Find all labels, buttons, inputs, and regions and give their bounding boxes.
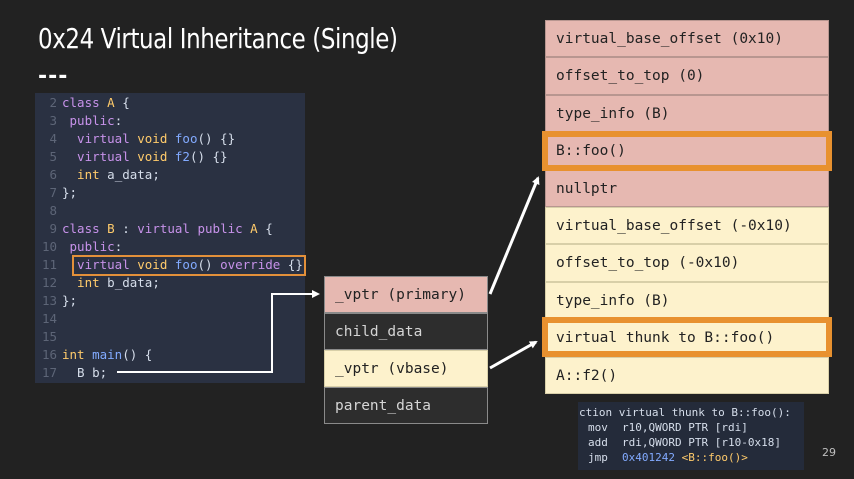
line-number: 16: [41, 347, 57, 362]
line-number: 6: [49, 167, 57, 182]
code-line-15: 15: [35, 328, 62, 346]
code-line-10: 10 public:: [35, 238, 122, 256]
vtable-cell: virtual_base_offset (0x10): [545, 20, 829, 58]
vtable-highlight-b-foo: [542, 131, 832, 171]
code-line-7: 7};: [35, 184, 77, 202]
code-line-14: 14: [35, 310, 62, 328]
override-highlight: [72, 255, 306, 276]
line-number: 11: [41, 257, 57, 272]
code-line-12: 12 int b_data;: [35, 274, 160, 292]
line-number: 17: [41, 365, 57, 380]
code-line-5: 5 virtual void f2() {}: [35, 148, 227, 166]
vtable-cell: type_info (B): [545, 94, 829, 133]
code-line-11: 11 virtual void foo() override {}: [35, 256, 303, 274]
vtable-cell: nullptr: [545, 169, 829, 207]
line-number: 9: [49, 221, 57, 236]
line-number: 2: [49, 95, 57, 110]
line-number: 10: [41, 239, 57, 254]
arrow-vptr-primary: [488, 176, 540, 295]
code-line-4: 4 virtual void foo() {}: [35, 130, 235, 148]
code-line-3: 3 public:: [35, 112, 122, 130]
line-number: 14: [41, 311, 57, 326]
code-line-13: 13};: [35, 292, 77, 310]
code-line-17: 17 B b;: [35, 364, 107, 382]
asm-header: ction virtual thunk to B::foo():: [579, 406, 791, 419]
line-number: 13: [41, 293, 57, 308]
page-number: 29: [822, 446, 836, 459]
vtable-cell: offset_to_top (0): [545, 57, 829, 95]
vtable-cell: A::f2(): [545, 356, 829, 394]
line-number: 7: [49, 185, 57, 200]
vtable-cell: virtual_base_offset (-0x10): [545, 207, 829, 245]
arrow-vptr-vbase: [489, 340, 538, 370]
line-number: 12: [41, 275, 57, 290]
object-cell-parent-data: parent_data: [324, 387, 488, 424]
object-cell-child-data: child_data: [324, 313, 488, 350]
object-cell-vptr-primary: _vptr (primary): [324, 276, 488, 313]
code-line-6: 6 int a_data;: [35, 166, 159, 184]
object-cell-vptr-vbase: _vptr (vbase): [324, 350, 488, 387]
slide-title: 0x24 Virtual Inheritance (Single): [38, 22, 398, 55]
title-separator: ---: [38, 64, 69, 89]
line-number: 15: [41, 329, 57, 344]
code-line-8: 8: [35, 202, 62, 220]
line-number: 3: [49, 113, 57, 128]
arrow-b-to-object: [117, 290, 320, 373]
vtable-cell: offset_to_top (-0x10): [545, 244, 829, 282]
line-number: 4: [49, 131, 57, 146]
line-number: 5: [49, 149, 57, 164]
line-number: 8: [49, 203, 57, 218]
vtable-highlight-virtual-thunk: [542, 317, 832, 357]
